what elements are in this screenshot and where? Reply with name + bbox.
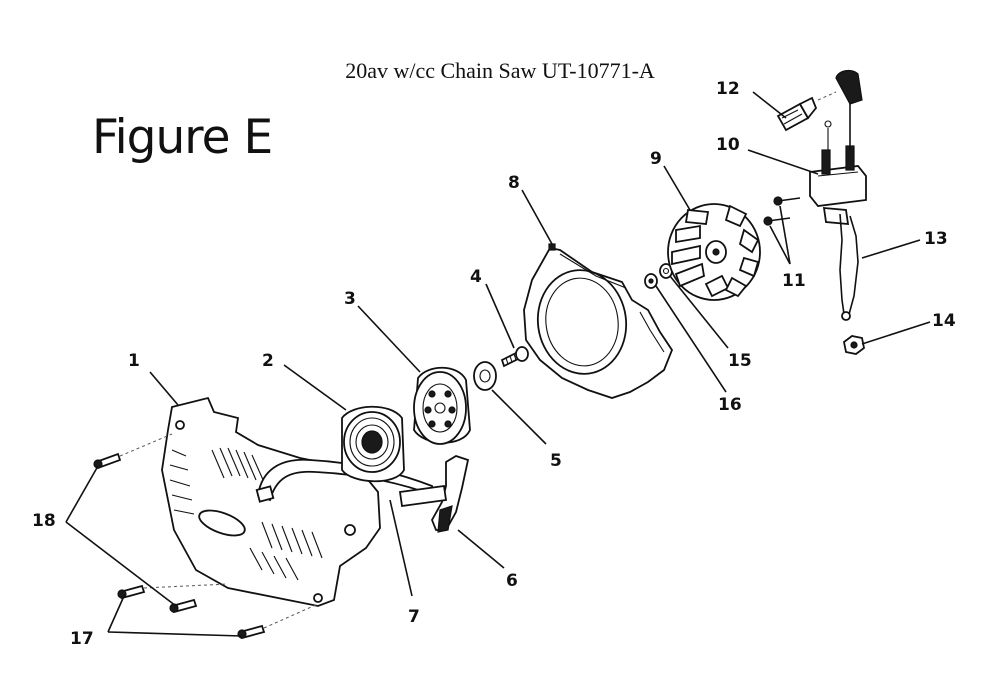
callout-8: 8 — [508, 173, 520, 193]
callout-7: 7 — [408, 607, 420, 627]
callout-5: 5 — [550, 451, 562, 471]
callout-17: 17 — [70, 629, 94, 649]
part-3-rope-pulley — [413, 366, 471, 445]
part-8-blower-housing — [523, 243, 674, 399]
callout-16: 16 — [718, 395, 742, 415]
part-11-screws — [763, 196, 801, 226]
part-13-lead-wire — [839, 213, 859, 321]
part-5-washer — [473, 361, 497, 391]
callout-4: 4 — [470, 267, 482, 287]
callout-2: 2 — [262, 351, 274, 371]
part-12-spark-plug — [776, 91, 837, 132]
part-4-screw — [500, 346, 529, 368]
callout-18: 18 — [32, 511, 56, 531]
callout-11: 11 — [782, 271, 806, 291]
callout-13: 13 — [924, 229, 948, 249]
part-14-nut — [843, 335, 865, 355]
part-2-rewind-spring — [341, 405, 405, 483]
part-6-starter-handle — [398, 455, 470, 533]
part-16-nut — [644, 273, 658, 289]
callout-labels: 1 2 3 4 5 6 7 8 9 10 11 12 13 14 15 16 1… — [32, 79, 956, 649]
callout-1: 1 — [128, 351, 140, 371]
part-10-ignition-module — [809, 69, 867, 225]
callout-9: 9 — [650, 149, 662, 169]
callout-3: 3 — [344, 289, 356, 309]
figure-title: Figure E — [92, 110, 273, 165]
document-title: 20av w/cc Chain Saw UT-10771-A — [345, 58, 655, 83]
callout-15: 15 — [728, 351, 752, 371]
callout-14: 14 — [932, 311, 956, 331]
part-9-flywheel — [667, 203, 761, 301]
callout-6: 6 — [506, 571, 518, 591]
part-1-starter-housing — [161, 396, 381, 607]
leader-lines — [65, 91, 931, 637]
callout-10: 10 — [716, 135, 740, 155]
callout-12: 12 — [716, 79, 740, 99]
